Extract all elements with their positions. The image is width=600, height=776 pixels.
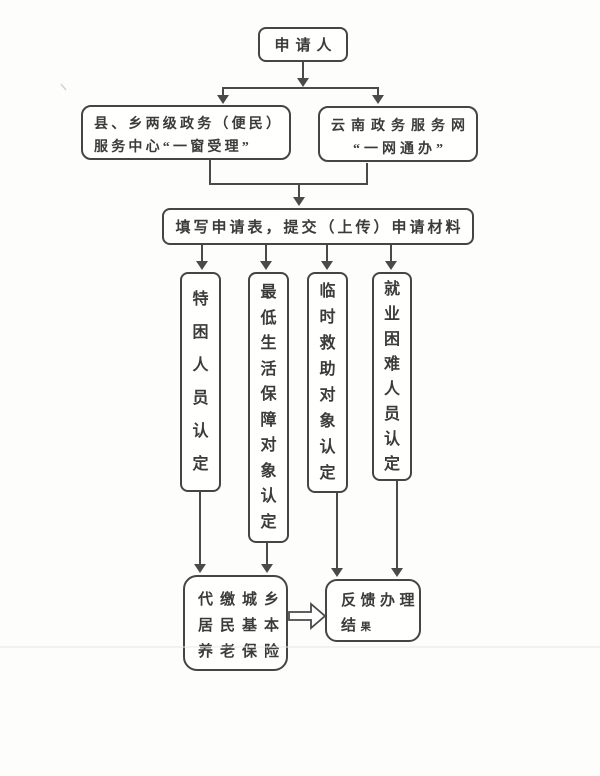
node-linshi-jiuzhu: 临时救助对象认定 <box>307 272 348 493</box>
node-tekun-renyuan: 特困人员认定 <box>180 272 221 492</box>
node-pension-line1: 代缴城乡 <box>198 592 287 608</box>
node-yunnan-portal-line2: “一网通办” <box>353 142 447 157</box>
node-applicant: 申请人 <box>258 27 348 62</box>
node-zuidi-shenghuo-baozhang: 最低生活保障对象认定 <box>248 272 289 543</box>
hollow-arrow-icon <box>288 602 327 630</box>
node-service-center-line2: 服务中心“一窗受理” <box>94 140 252 155</box>
node-pension-line3: 养老保险 <box>198 644 287 660</box>
node-feedback-line1: 反馈办理 <box>341 593 420 609</box>
node-jiuye-kunnan: 就业困难人员认定 <box>372 272 412 481</box>
scan-speck <box>60 83 67 91</box>
node-service-center: 县、乡两级政务（便民） 服务中心“一窗受理” <box>81 105 291 160</box>
node-yunnan-portal-line1: 云南政务服务网 <box>331 119 471 134</box>
node-pension-line2: 居民基本 <box>198 618 287 634</box>
node-yunnan-portal: 云南政务服务网 “一网通办” <box>318 106 478 162</box>
node-feedback-line2: 结果 <box>341 618 375 634</box>
node-fill-form: 填写申请表，提交（上传）申请材料 <box>162 208 474 245</box>
node-service-center-line1: 县、乡两级政务（便民） <box>94 117 284 132</box>
node-feedback-result: 反馈办理 结果 <box>325 579 421 642</box>
node-pension-payment: 代缴城乡 居民基本 养老保险 <box>183 575 288 671</box>
